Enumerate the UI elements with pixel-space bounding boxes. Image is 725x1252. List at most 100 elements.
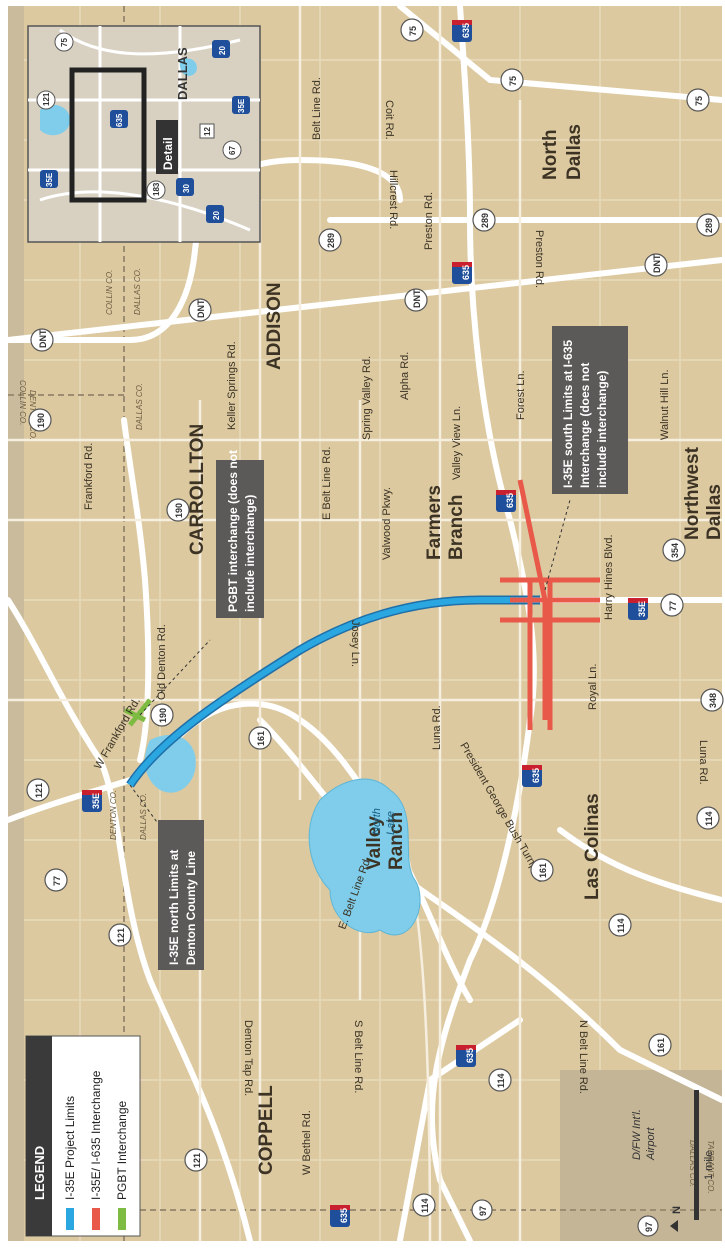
inset-city-label: DALLAS (175, 47, 190, 100)
legend-swatch-interchange (92, 1208, 100, 1230)
svg-text:635: 635 (505, 493, 515, 508)
inset-shield-183: 183 (152, 182, 161, 196)
label-n-belt: N Belt Line Rd. (577, 1020, 589, 1094)
scale-bar: 1 mile (694, 1090, 715, 1220)
shield-i635-coppell: 635 (456, 1045, 476, 1067)
shield-dnt-3: DNT (404, 288, 428, 312)
legend-swatch-project (66, 1208, 74, 1230)
svg-text:PGBT Interchange: PGBT Interchange (115, 1101, 129, 1200)
shield-sh289-1: 289 (318, 228, 342, 252)
svg-text:Denton County Line: Denton County Line (184, 851, 198, 965)
svg-text:354: 354 (670, 543, 680, 558)
city-farmers: Farmers (424, 485, 445, 560)
city-branch: Branch (446, 495, 467, 560)
shield-sh289-2: 289 (472, 208, 496, 232)
county-dallas-3: DALLAS CO. (139, 793, 148, 840)
svg-text:DNT: DNT (38, 329, 48, 348)
svg-text:121: 121 (116, 928, 126, 943)
county-tarrant: TARRANT CO. (706, 1140, 715, 1194)
label-luna-south: Luna Rd. (697, 740, 709, 785)
city-dallas-northwest: Dallas (704, 484, 725, 540)
svg-text:161: 161 (656, 1038, 666, 1053)
shield-sh77-1: 77 (44, 868, 68, 892)
county-collin-1: COLLIN CO. (105, 270, 114, 315)
legend-item-project: I-35E Project Limits (63, 1096, 77, 1230)
inset-shield-67: 67 (228, 146, 237, 155)
city-carrollton: CARROLLTON (187, 424, 208, 555)
svg-text:I-35E south Limits at I-635: I-35E south Limits at I-635 (561, 340, 575, 488)
shield-sh114-2: 114 (608, 913, 632, 937)
svg-text:Interchange (does not: Interchange (does not (578, 363, 592, 488)
state-shields: 75 75 75 289 289 289 DNT DNT DNT DNT 190… (26, 18, 724, 1237)
shield-sh114-4: 114 (412, 1193, 436, 1217)
shield-sh121-3: 121 (184, 1148, 208, 1172)
inset-shield-121: 121 (42, 92, 51, 106)
shield-dnt-1: DNT (30, 328, 54, 352)
svg-text:77: 77 (668, 601, 678, 611)
shield-sh348: 348 (700, 688, 724, 712)
lake-label-2: Lake (385, 811, 397, 835)
label-s-belt: S Belt Line Rd. (352, 1020, 364, 1093)
shield-sh77-2: 77 (660, 593, 684, 617)
shield-sh161-3: 161 (648, 1033, 672, 1057)
shield-i35e-north: 35E (82, 790, 102, 812)
legend-swatch-pgbt (118, 1208, 126, 1230)
city-north: North (540, 129, 561, 180)
city-ranch: Ranch (386, 812, 407, 870)
shield-i635-sw: 635 (330, 1205, 350, 1227)
shield-dnt-4: DNT (644, 253, 668, 277)
inset-shield-635: 635 (115, 113, 124, 127)
label-walnut-hill: Walnut Hill Ln. (659, 369, 671, 440)
label-spring-valley: Spring Valley Rd. (361, 356, 373, 440)
north-lake (308, 778, 421, 936)
shield-i635-mid: 635 (452, 262, 472, 284)
county-collin-2: COLLIN CO. (18, 380, 27, 425)
inset-detail-box (69, 67, 147, 203)
svg-text:include interchange): include interchange) (243, 495, 257, 612)
legend-title: LEGEND (32, 1146, 47, 1200)
svg-text:DNT: DNT (196, 299, 206, 318)
shield-sh121-2: 121 (108, 923, 132, 947)
svg-text:I-35E north Limits at: I-35E north Limits at (167, 850, 181, 965)
svg-text:DNT: DNT (652, 254, 662, 273)
shield-us75-2: 75 (500, 68, 524, 92)
label-w-bethel: W Bethel Rd. (301, 1110, 313, 1175)
svg-text:I-35E/ I-635 Interchange: I-35E/ I-635 Interchange (89, 1070, 103, 1200)
svg-text:114: 114 (704, 811, 714, 826)
inset-shield-30: 30 (182, 184, 191, 193)
inset-detail-label: Detail (161, 137, 175, 170)
shield-us75-1: 75 (400, 18, 424, 42)
svg-text:75: 75 (694, 96, 704, 106)
svg-text:289: 289 (480, 213, 490, 228)
scale-label: 1 mile (703, 1151, 715, 1180)
lake-label-1: North (371, 808, 383, 835)
legend: LEGEND I-35E Project Limits I-35E/ I-635… (25, 1035, 141, 1237)
shield-sh354: 354 (662, 538, 686, 562)
inset-shield-12: 12 (203, 127, 212, 136)
shield-sh97-2: 97 (637, 1215, 659, 1237)
county-strip (8, 6, 24, 1241)
label-e-belt: E Belt Line Rd. (321, 447, 333, 520)
svg-text:190: 190 (36, 413, 46, 428)
svg-text:635: 635 (339, 1208, 349, 1223)
county-dallas-1: DALLAS CO. (133, 268, 142, 315)
inset-shield-75: 75 (60, 38, 69, 47)
inset-shield-35e-west: 35E (45, 172, 54, 187)
svg-text:75: 75 (408, 26, 418, 36)
svg-text:161: 161 (256, 731, 266, 746)
svg-text:97: 97 (644, 1222, 654, 1232)
label-preston-south: Preston Rd. (533, 230, 545, 288)
svg-text:635: 635 (461, 265, 471, 280)
callout-pgbt: PGBT interchange (does not include inter… (216, 450, 264, 618)
label-josey: Josey Ln. (349, 620, 361, 667)
svg-text:PGBT interchange (does not: PGBT interchange (does not (226, 450, 240, 612)
shield-i35e-south: 35E (628, 598, 648, 620)
svg-text:348: 348 (708, 693, 718, 708)
svg-text:75: 75 (508, 76, 518, 86)
label-frankford: Frankford Rd. (83, 443, 95, 510)
label-old-denton: Old Denton Rd. (156, 624, 168, 700)
svg-text:114: 114 (616, 918, 626, 933)
svg-text:190: 190 (174, 503, 184, 518)
